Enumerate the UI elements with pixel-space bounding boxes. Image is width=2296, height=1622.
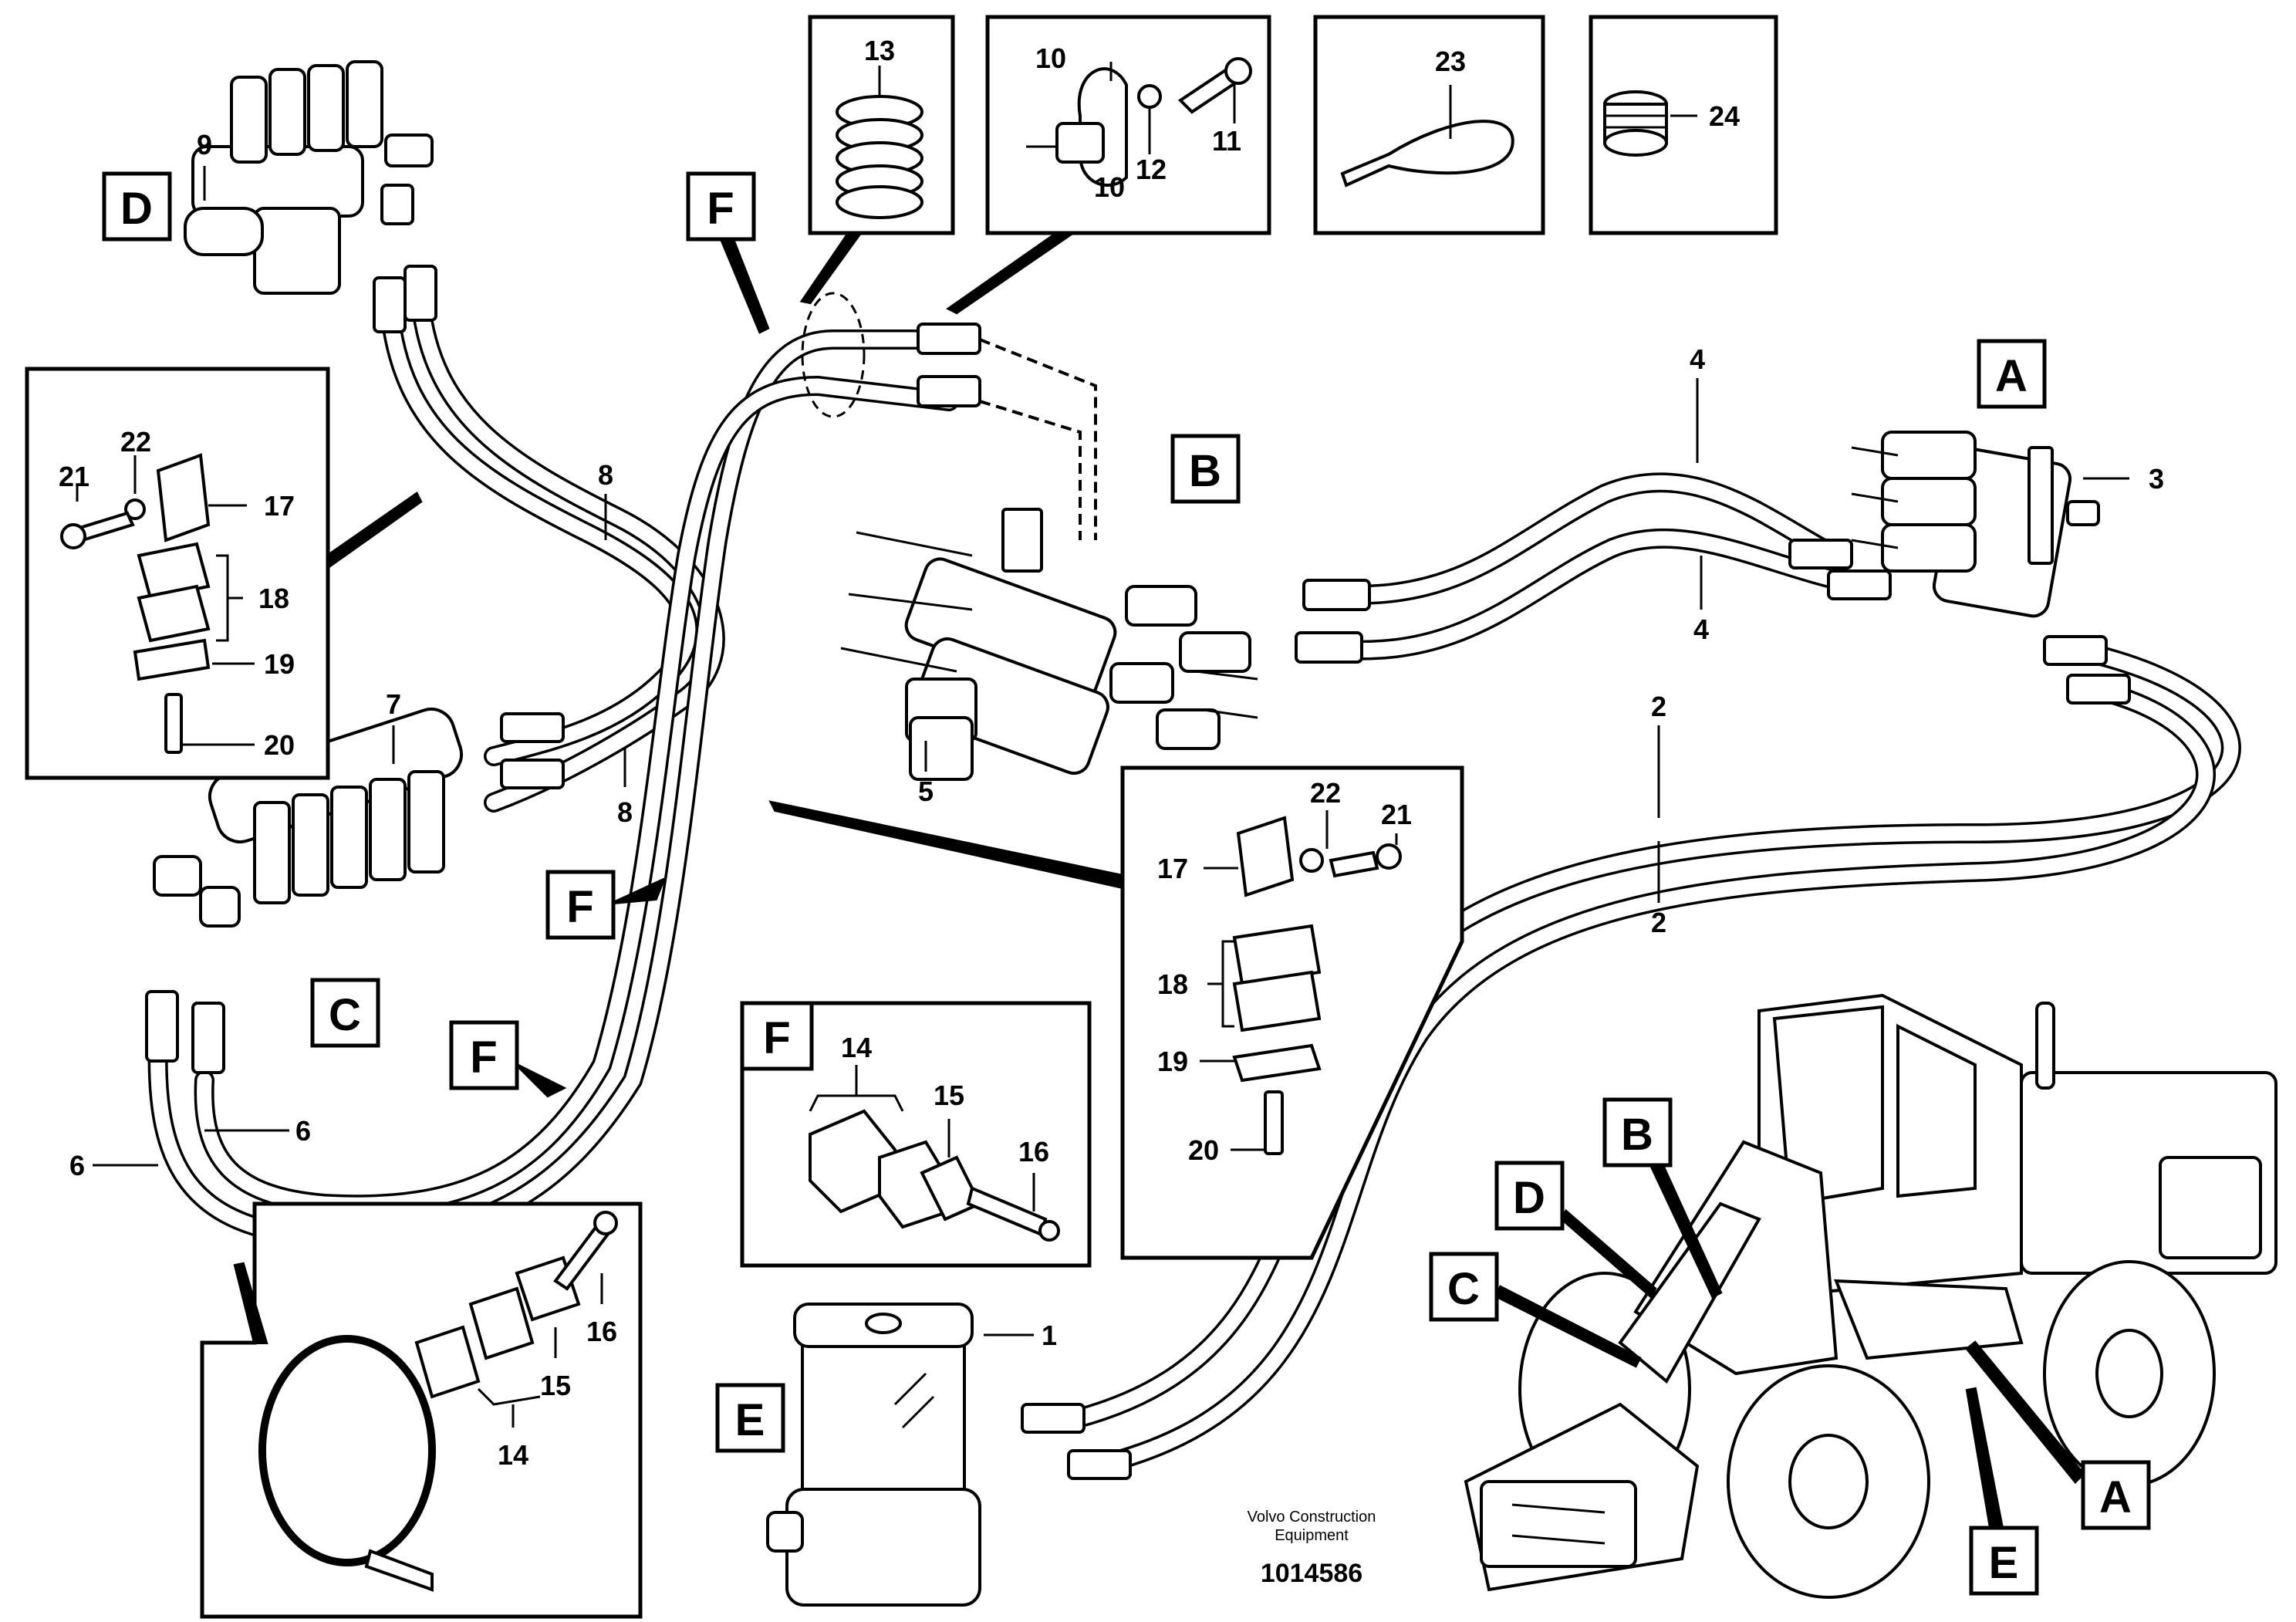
part-number: 17 [264,490,295,522]
part-number: 22 [120,426,151,458]
inset-hose-clamp-box [200,1201,643,1619]
part-number: 6 [295,1115,311,1147]
machine-b-box [1602,1097,1673,1168]
part-number: 10 [1035,42,1066,74]
detail-a-box [1977,339,2047,409]
part-number: 7 [386,688,401,720]
inset-24-plug-box [1589,15,1778,235]
detail-b-box [1170,434,1241,504]
detail-c-box [310,978,380,1048]
inset-left-clamp-stack-box [25,367,423,780]
dashed-connectors [801,292,1097,540]
part-number: 20 [264,729,295,761]
part-number: 11 [1212,125,1241,157]
inset-right-clamp-stack-box [768,765,1464,1260]
machine-d-box [1494,1161,1565,1231]
machine-e-box [1969,1526,2039,1596]
detail-f-mid-box [545,870,616,940]
credit-line-1: Volvo Construction [1248,1509,1376,1526]
part-number: 21 [1381,799,1412,830]
detail-label-f-top: F [707,184,734,234]
part-number: 16 [1018,1136,1049,1168]
distributor-block-b [840,508,1258,781]
part-number: 2 [1651,691,1666,722]
detail-label-e: E [735,1395,765,1445]
inset-f-clip-box [740,1001,1092,1268]
document-number: 1014586 [1261,1559,1362,1588]
detail-label-f-mid: F [566,882,593,932]
part-number: 15 [540,1370,571,1401]
machine-a-box [2081,1460,2151,1530]
inset-13-spring-box [799,15,955,305]
detail-label-boxes: D F B A F C F F E B D C [102,171,2151,1596]
distributor-block-d [184,60,434,295]
part-number: 10 [1094,171,1125,203]
reservoir-e [766,1303,981,1607]
part-number: 6 [69,1150,85,1181]
part-number: 3 [2149,463,2164,495]
part-number: 20 [1188,1134,1219,1166]
part-number: 5 [918,776,934,807]
part-number: 14 [498,1439,528,1471]
detail-f-low-box [449,1020,519,1090]
part-number: 16 [586,1316,617,1347]
detail-label-c: C [329,990,361,1040]
part-number: 19 [264,648,295,680]
part-number: 1 [1042,1320,1057,1351]
part-number-labels: 13 10 10 12 11 23 24 9 21 22 17 18 19 20… [59,35,2164,1471]
part-number: 15 [934,1080,964,1111]
credit-line-2: Equipment [1275,1527,1349,1544]
part-number: 9 [197,129,212,161]
part-number: 22 [1310,777,1341,809]
detail-e-box [715,1383,785,1453]
part-number: 2 [1651,907,1666,938]
part-leaders [93,166,2129,1336]
part-number: 19 [1157,1046,1188,1077]
part-number: 23 [1435,46,1466,77]
machine-label-b: B [1621,1110,1653,1160]
distributor-block-a [1851,431,2100,618]
part-number: 18 [1157,968,1188,1000]
inset-23-cable-tie-box [1313,15,1545,235]
part-number: 4 [1693,613,1709,645]
hose-6-loop [147,329,959,1248]
hose-fittings [145,265,2131,1480]
detail-label-a: A [1995,351,2028,401]
detail-label-f-low: F [470,1032,497,1083]
machine-label-c: C [1447,1264,1480,1314]
inset-clip-box [946,15,1271,315]
detail-f-box [686,171,756,242]
detail-label-b: B [1189,446,1221,496]
part-number: 17 [1157,853,1188,884]
figure-credit: Volvo Construction Equipment 1014586 [1248,1509,1376,1588]
detail-d-box [102,171,172,242]
machine-label-e: E [1989,1538,2019,1588]
machine-label-d: D [1513,1173,1545,1223]
part-number: 18 [258,583,289,614]
part-number: 8 [617,796,633,828]
machine-c-box [1429,1252,1499,1322]
part-number: 8 [598,459,613,491]
hose-4-pair [1317,472,1877,661]
part-number: 24 [1709,100,1740,132]
part-number: 12 [1136,154,1167,185]
detail-label-d: D [120,184,153,234]
part-number: 4 [1690,343,1705,375]
machine-label-a: A [2099,1472,2132,1522]
wheel-loader-machine [1464,993,2277,1599]
detail-label-f-inset: F [763,1013,790,1063]
part-number: 21 [59,461,89,492]
distributor-block-c [153,708,464,928]
part-number: 14 [841,1032,872,1063]
part-number: 13 [864,35,895,66]
